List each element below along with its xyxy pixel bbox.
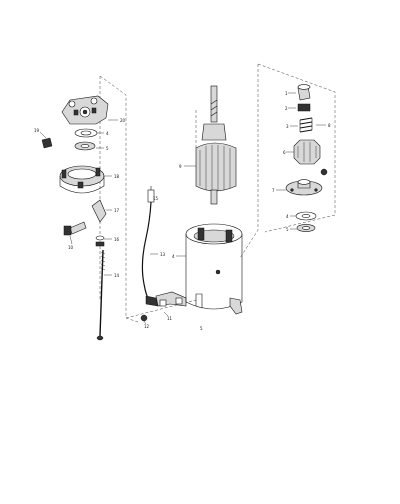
callout-7: 7 xyxy=(272,188,275,193)
drive-nut-part xyxy=(288,84,311,101)
callout-4: 4 xyxy=(286,214,289,219)
callout-1: 1 xyxy=(285,91,288,96)
callout-11: 11 xyxy=(167,316,173,321)
callout-9-frame: 5 xyxy=(200,326,203,331)
callout-13: 13 xyxy=(160,252,166,257)
callout-15: 15 xyxy=(153,196,159,201)
stop-washer-part xyxy=(288,103,311,112)
callout-5-left: 5 xyxy=(106,146,109,151)
armature-part xyxy=(184,85,237,205)
callout-4-left: 4 xyxy=(106,131,109,136)
callout-5: 5 xyxy=(286,227,289,232)
callout-18: 18 xyxy=(114,174,120,179)
callout-8: 8 xyxy=(328,123,331,128)
through-bolt-part xyxy=(96,249,112,341)
washer-nut-part xyxy=(95,235,112,247)
callout-6: 6 xyxy=(283,150,286,155)
callout-19: 19 xyxy=(34,128,40,133)
pinion-gear-part xyxy=(286,139,321,165)
small-screw-part xyxy=(39,131,53,149)
brush-lead-part xyxy=(91,199,112,223)
right-washer-stack xyxy=(290,211,317,232)
callout-10-frame: 4 xyxy=(172,254,175,259)
callout-2: 2 xyxy=(285,106,288,111)
callout-20: 20 xyxy=(120,118,126,123)
callout-17: 17 xyxy=(114,208,120,213)
left-washer-stack xyxy=(74,128,104,151)
callout-16: 16 xyxy=(114,237,120,242)
callout-9: 9 xyxy=(179,164,182,169)
cap-screw-part xyxy=(63,221,87,245)
brush-holder-ring-part xyxy=(59,165,112,194)
callout-12: 12 xyxy=(144,324,150,329)
drive-spring-part xyxy=(290,117,326,133)
brush-spring-part xyxy=(155,291,187,317)
end-head-part xyxy=(61,95,118,125)
drive-end-head-part xyxy=(276,179,323,196)
callout-10: 10 xyxy=(68,245,74,250)
frame-housing-part xyxy=(176,223,243,315)
small-part-6 xyxy=(320,168,328,176)
callout-labels: 1 2 3 4 5 6 7 8 9 10 11 12 13 14 15 16 1… xyxy=(34,91,331,331)
callout-3: 3 xyxy=(286,124,289,129)
clip-part xyxy=(140,314,148,325)
cable-part xyxy=(141,186,159,307)
callout-14: 14 xyxy=(114,273,120,278)
